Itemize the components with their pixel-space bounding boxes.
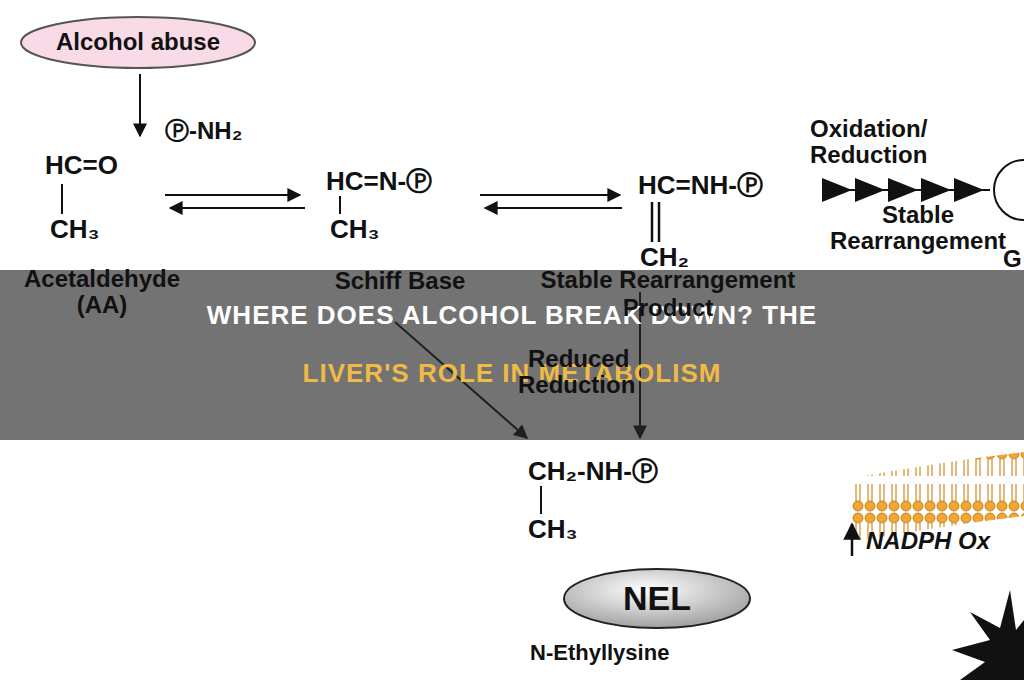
- equilibrium-arrow: [485, 207, 622, 209]
- equilibrium-arrow: [170, 207, 305, 209]
- structure-label: Ⓟ-NH₂: [165, 116, 242, 145]
- node-text: NEL: [623, 579, 691, 618]
- arrow: [139, 74, 141, 136]
- ellipse-node: NEL: [562, 567, 752, 630]
- structure-label: Oxidation/ Reduction: [810, 116, 960, 168]
- ellipse-node: Alcohol abuse: [19, 15, 257, 70]
- double-bond: [651, 202, 654, 242]
- structure-label: CH₃: [528, 514, 578, 545]
- node-text: Alcohol abuse: [56, 28, 220, 56]
- structure-label: G: [1003, 244, 1022, 273]
- increase-arrow: [851, 524, 854, 556]
- structure-label: N-Ethyllysine: [530, 640, 669, 666]
- double-bond: [658, 202, 661, 242]
- starburst: [952, 590, 1024, 680]
- title: WHERE DOES ALCOHOL BREAK DOWN? THE LIVER…: [162, 286, 862, 402]
- structure-label: Reduction: [518, 370, 635, 399]
- structure-label: NADPH Ox: [866, 526, 990, 555]
- structure-label: Schiff Base: [300, 266, 500, 295]
- structure-label: Reduced: [528, 344, 629, 373]
- bond: [61, 184, 63, 214]
- title-banner: [0, 270, 1024, 440]
- structure-label: Stable Rearrangement: [823, 202, 1013, 254]
- arrowhead-chain: [822, 178, 990, 202]
- structure-label: HC=NH-Ⓟ: [638, 170, 763, 201]
- structure-label: Stable Rearrangement Product: [508, 266, 828, 322]
- product-circle: [994, 160, 1024, 220]
- structure-label: Acetaldehyde (AA): [0, 266, 207, 318]
- structure-label: HC=N-Ⓟ: [326, 166, 432, 197]
- structure-label: CH₃: [50, 214, 100, 245]
- bond: [339, 196, 341, 214]
- equilibrium-arrow: [165, 194, 300, 196]
- bond: [540, 486, 542, 514]
- structure-label: CH₃: [330, 214, 380, 245]
- structure-label: HC=O: [45, 150, 118, 181]
- equilibrium-arrow: [480, 194, 620, 196]
- structure-label: CH₂-NH-Ⓟ: [528, 456, 658, 487]
